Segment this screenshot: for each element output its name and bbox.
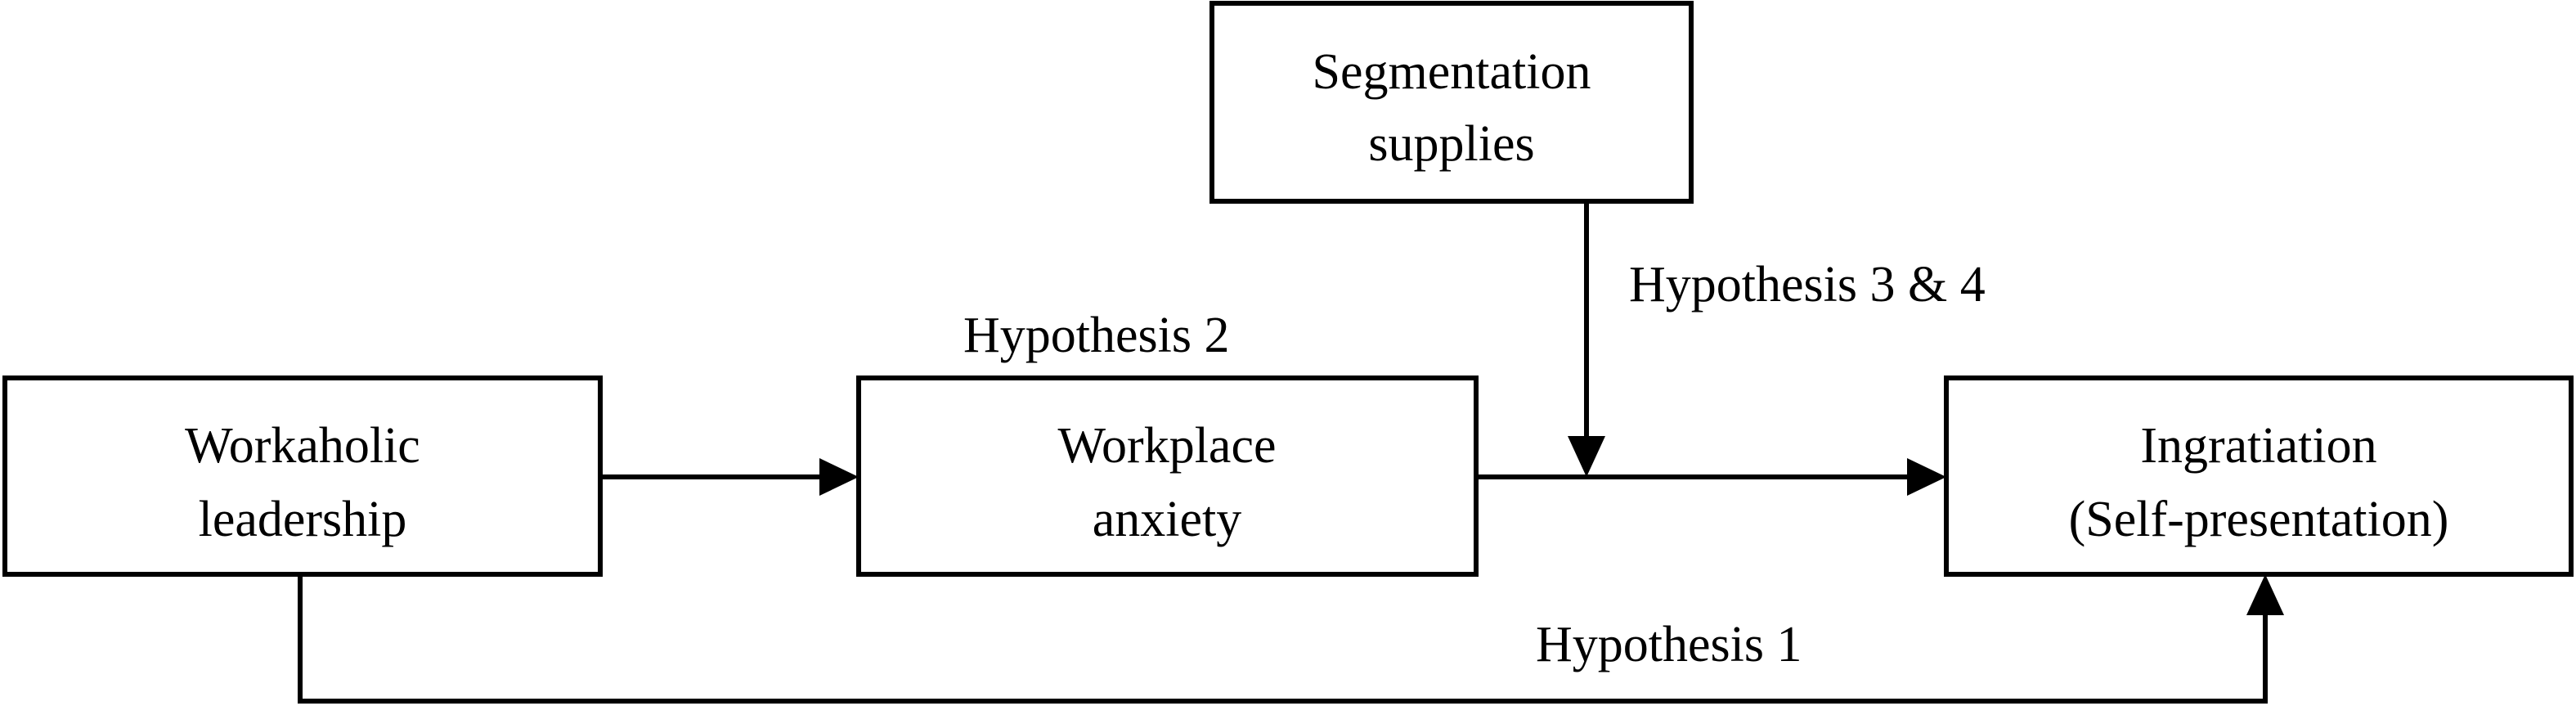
arrow-direct-leadership-to-ingratiation: [298, 574, 2284, 704]
hypothesis-3-4-label: Hypothesis 3 & 4: [1629, 257, 1986, 313]
box-workplace-anxiety: Workplace anxiety: [856, 375, 1479, 577]
box-ingratiation: Ingratiation (Self-presentation): [1944, 375, 2574, 577]
box-ingratiation-line2: (Self-presentation): [2069, 492, 2449, 547]
box-segmentation-supplies: Segmentation supplies: [1209, 1, 1694, 204]
box-anxiety-line2: anxiety: [1093, 492, 1242, 547]
box-workaholic-line1: Workaholic: [185, 418, 420, 474]
box-ingratiation-line1: Ingratiation: [2140, 418, 2376, 474]
box-workaholic-line2: leadership: [199, 492, 407, 547]
box-workaholic-leadership: Workaholic leadership: [2, 375, 603, 577]
hypothesis-1-label: Hypothesis 1: [1536, 617, 1802, 672]
hypothesis-2-label: Hypothesis 2: [963, 308, 1230, 363]
arrow-anxiety-to-ingratiation: [1476, 458, 1946, 496]
box-segmentation-line1: Segmentation: [1313, 44, 1591, 100]
box-anxiety-line1: Workplace: [1058, 418, 1277, 474]
box-segmentation-line2: supplies: [1368, 116, 1534, 172]
arrow-segmentation-moderation: [1568, 201, 1605, 477]
arrow-leadership-to-anxiety: [600, 458, 859, 496]
